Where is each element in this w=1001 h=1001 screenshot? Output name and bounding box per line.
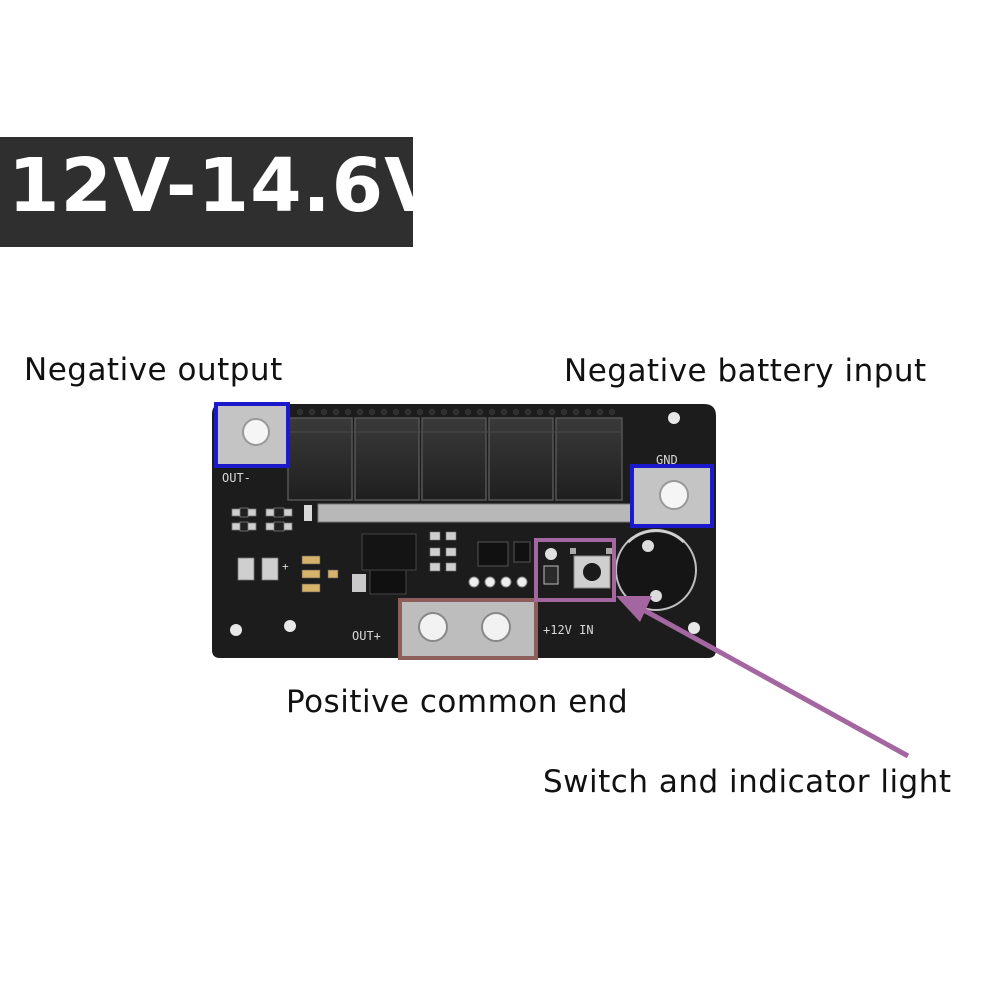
smd-components-left: [231, 508, 293, 581]
positive-common-end-label: Positive common end: [286, 684, 629, 720]
negative-battery-input-terminal: [630, 464, 714, 528]
solder-strip: [317, 503, 637, 523]
voltage-range-banner: 12V-14.6V: [0, 137, 441, 247]
resistor-stack: [301, 555, 339, 593]
microcontroller-chip: [477, 541, 531, 567]
negative-output-label: Negative output: [24, 352, 283, 388]
header-holes: [468, 576, 528, 588]
silkscreen-input: +12V IN: [543, 623, 594, 637]
negative-output-terminal: [214, 402, 290, 468]
silkscreen-out-plus: OUT+: [352, 629, 381, 643]
negative-battery-input-label: Negative battery input: [564, 353, 927, 389]
silkscreen-gnd: GND: [656, 453, 678, 467]
switch-arrow: [616, 596, 910, 759]
smd-components-middle: [429, 531, 457, 572]
switch-indicator-label: Switch and indicator light: [543, 764, 952, 800]
header-pins: [297, 409, 615, 415]
mosfet-row: [287, 417, 623, 501]
voltage-range-text: 12V-14.6V: [8, 143, 443, 229]
voltage-regulator-ic: [352, 533, 417, 595]
switch-indicator-highlight: [534, 538, 616, 602]
positive-common-terminal: [398, 598, 538, 660]
switch-and-led: [543, 548, 612, 589]
silkscreen-plus: +: [282, 560, 289, 573]
mounting-holes: [230, 412, 700, 636]
silkscreen-out-minus: OUT-: [222, 471, 251, 485]
